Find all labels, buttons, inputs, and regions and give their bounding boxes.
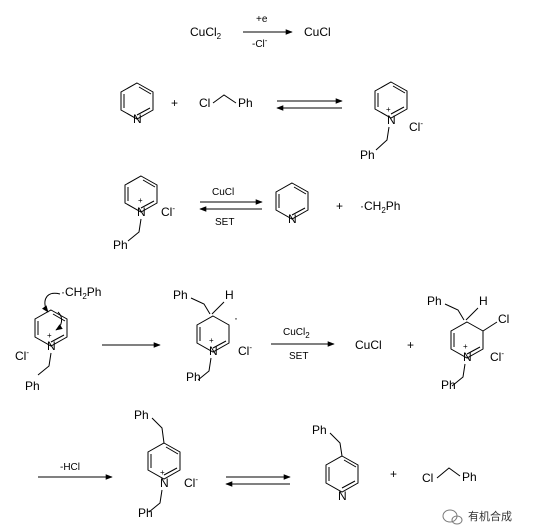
ring-charge: +: [209, 336, 214, 345]
chloride-counterion: Cl-: [238, 343, 252, 358]
pyridinium-ring: [374, 81, 408, 119]
cucl-label: CuCl: [304, 25, 331, 39]
benzyl-ph: Ph: [138, 506, 153, 520]
radical-dot: ·: [234, 311, 238, 325]
wechat-icon: [442, 509, 463, 525]
benzyl-ph: Ph: [186, 370, 201, 384]
benzyl-radical: ·CH2Ph: [360, 199, 400, 215]
intermediate-h: H: [225, 288, 234, 302]
cucl2-reagent: CuCl2: [283, 327, 310, 340]
benzyl-ch2-bond: [190, 297, 211, 315]
reaction-5: -HCl Ph + N Cl- Ph Ph N + Cl Ph: [38, 408, 477, 520]
pyridine-ring: [275, 182, 309, 220]
pyridine-ring: [120, 82, 154, 120]
benzyl-ch2-bond: [151, 417, 165, 444]
intermediate-ph: Ph: [173, 288, 188, 302]
chloride-counterion: Cl-: [184, 475, 198, 490]
electron-label: +e: [256, 14, 268, 25]
chloro-adduct-h: H: [479, 294, 488, 308]
pyridinium-charge: +: [160, 468, 165, 477]
cucl2-label: CuCl2: [190, 25, 222, 41]
reaction-3: + N Cl- Ph CuCl SET N + ·CH2Ph: [113, 175, 400, 252]
plus-sign: +: [390, 467, 397, 481]
plus-sign: +: [171, 96, 178, 110]
cucl-reagent: CuCl: [212, 187, 234, 198]
chloride-counterion: Cl-: [161, 204, 175, 219]
chloride-counterion: Cl-: [15, 348, 29, 363]
ch2-bond: [436, 467, 461, 479]
chloride-counterion: Cl-: [490, 349, 504, 364]
intermediate-n: N: [209, 344, 218, 358]
n-benzyl-bond: [375, 126, 390, 151]
product-ph: Ph: [134, 408, 149, 422]
pyridine-n: N: [133, 112, 142, 126]
pyridine-n: N: [288, 212, 297, 226]
equilibrium-arrow: [199, 199, 263, 212]
n-benzyl-bond: [127, 218, 142, 242]
pyridinium-charge: +: [386, 105, 391, 114]
watermark-text: 有机合成: [468, 509, 512, 523]
hcl-loss-label: -HCl: [60, 462, 80, 473]
n-benzyl-bond: [197, 357, 212, 381]
pyridinium-n: N: [47, 339, 56, 353]
benzyl-chloride-ph: Ph: [238, 96, 253, 110]
reaction-4: ·CH2Ph + N Cl- Ph Ph H · + N Cl- Ph CuCl…: [15, 285, 509, 393]
pyridinium-n: N: [137, 205, 146, 219]
pyridinium-charge: +: [138, 196, 143, 205]
benzyl-chloride-ph: Ph: [462, 470, 477, 484]
n-benzyl-bond: [37, 352, 52, 376]
pyridinium-n: N: [387, 113, 396, 127]
pyridinium-charge: +: [47, 331, 52, 340]
pyridine-n: N: [338, 489, 347, 503]
ch2-bond: [212, 94, 237, 104]
benzyl-ph: Ph: [113, 238, 128, 252]
benzyl-ph: Ph: [360, 148, 375, 162]
chloro-substituent: Cl: [498, 312, 509, 326]
electron-shift-arrow: [55, 311, 63, 331]
reaction-2: N + Cl Ph + N Cl- Ph: [120, 81, 423, 162]
radical-attack-arrow: [41, 292, 61, 313]
chloro-adduct-ph: Ph: [427, 294, 442, 308]
set-label: SET: [289, 351, 308, 362]
chloride-counterion: Cl-: [409, 119, 423, 134]
chloro-adduct-n: N: [463, 350, 472, 364]
benzyl-chloride-cl: Cl: [422, 471, 433, 485]
equilibrium-arrow: [276, 98, 343, 111]
benzylpyridine-ph: Ph: [312, 423, 327, 437]
benzyl-ch2-bond: [444, 303, 465, 321]
n-benzyl-bond: [451, 363, 466, 387]
cucl-product: CuCl: [355, 338, 382, 352]
benzyl-ch2-bond: [329, 432, 343, 457]
pyridine-ring: [325, 455, 359, 493]
equilibrium-arrow: [225, 474, 291, 487]
plus-sign: +: [407, 338, 414, 352]
pyridinium-ring: [34, 309, 68, 347]
reaction-1: CuCl2 +e -Cl- CuCl: [190, 14, 331, 50]
benzyl-chloride-cl: Cl: [199, 96, 210, 110]
plus-sign: +: [336, 199, 343, 213]
c-h-bond: [211, 301, 225, 315]
benzyl-radical: ·CH2Ph: [61, 285, 101, 301]
dihydropyridinyl-ring: [196, 315, 230, 353]
pyridinium-ring: [124, 175, 158, 213]
c-cl-bond: [482, 321, 498, 332]
c-h-bond: [465, 307, 479, 321]
ring-charge: +: [463, 342, 468, 351]
watermark: 有机合成: [442, 509, 512, 525]
n-benzyl-bond: [148, 489, 163, 513]
set-label: SET: [215, 217, 234, 228]
pyridinium-ring: [147, 442, 181, 480]
benzyl-ph: Ph: [25, 379, 40, 393]
pyridinium-n: N: [160, 476, 169, 490]
benzyl-ph: Ph: [441, 378, 456, 392]
chloride-loss-label: -Cl-: [252, 36, 268, 50]
